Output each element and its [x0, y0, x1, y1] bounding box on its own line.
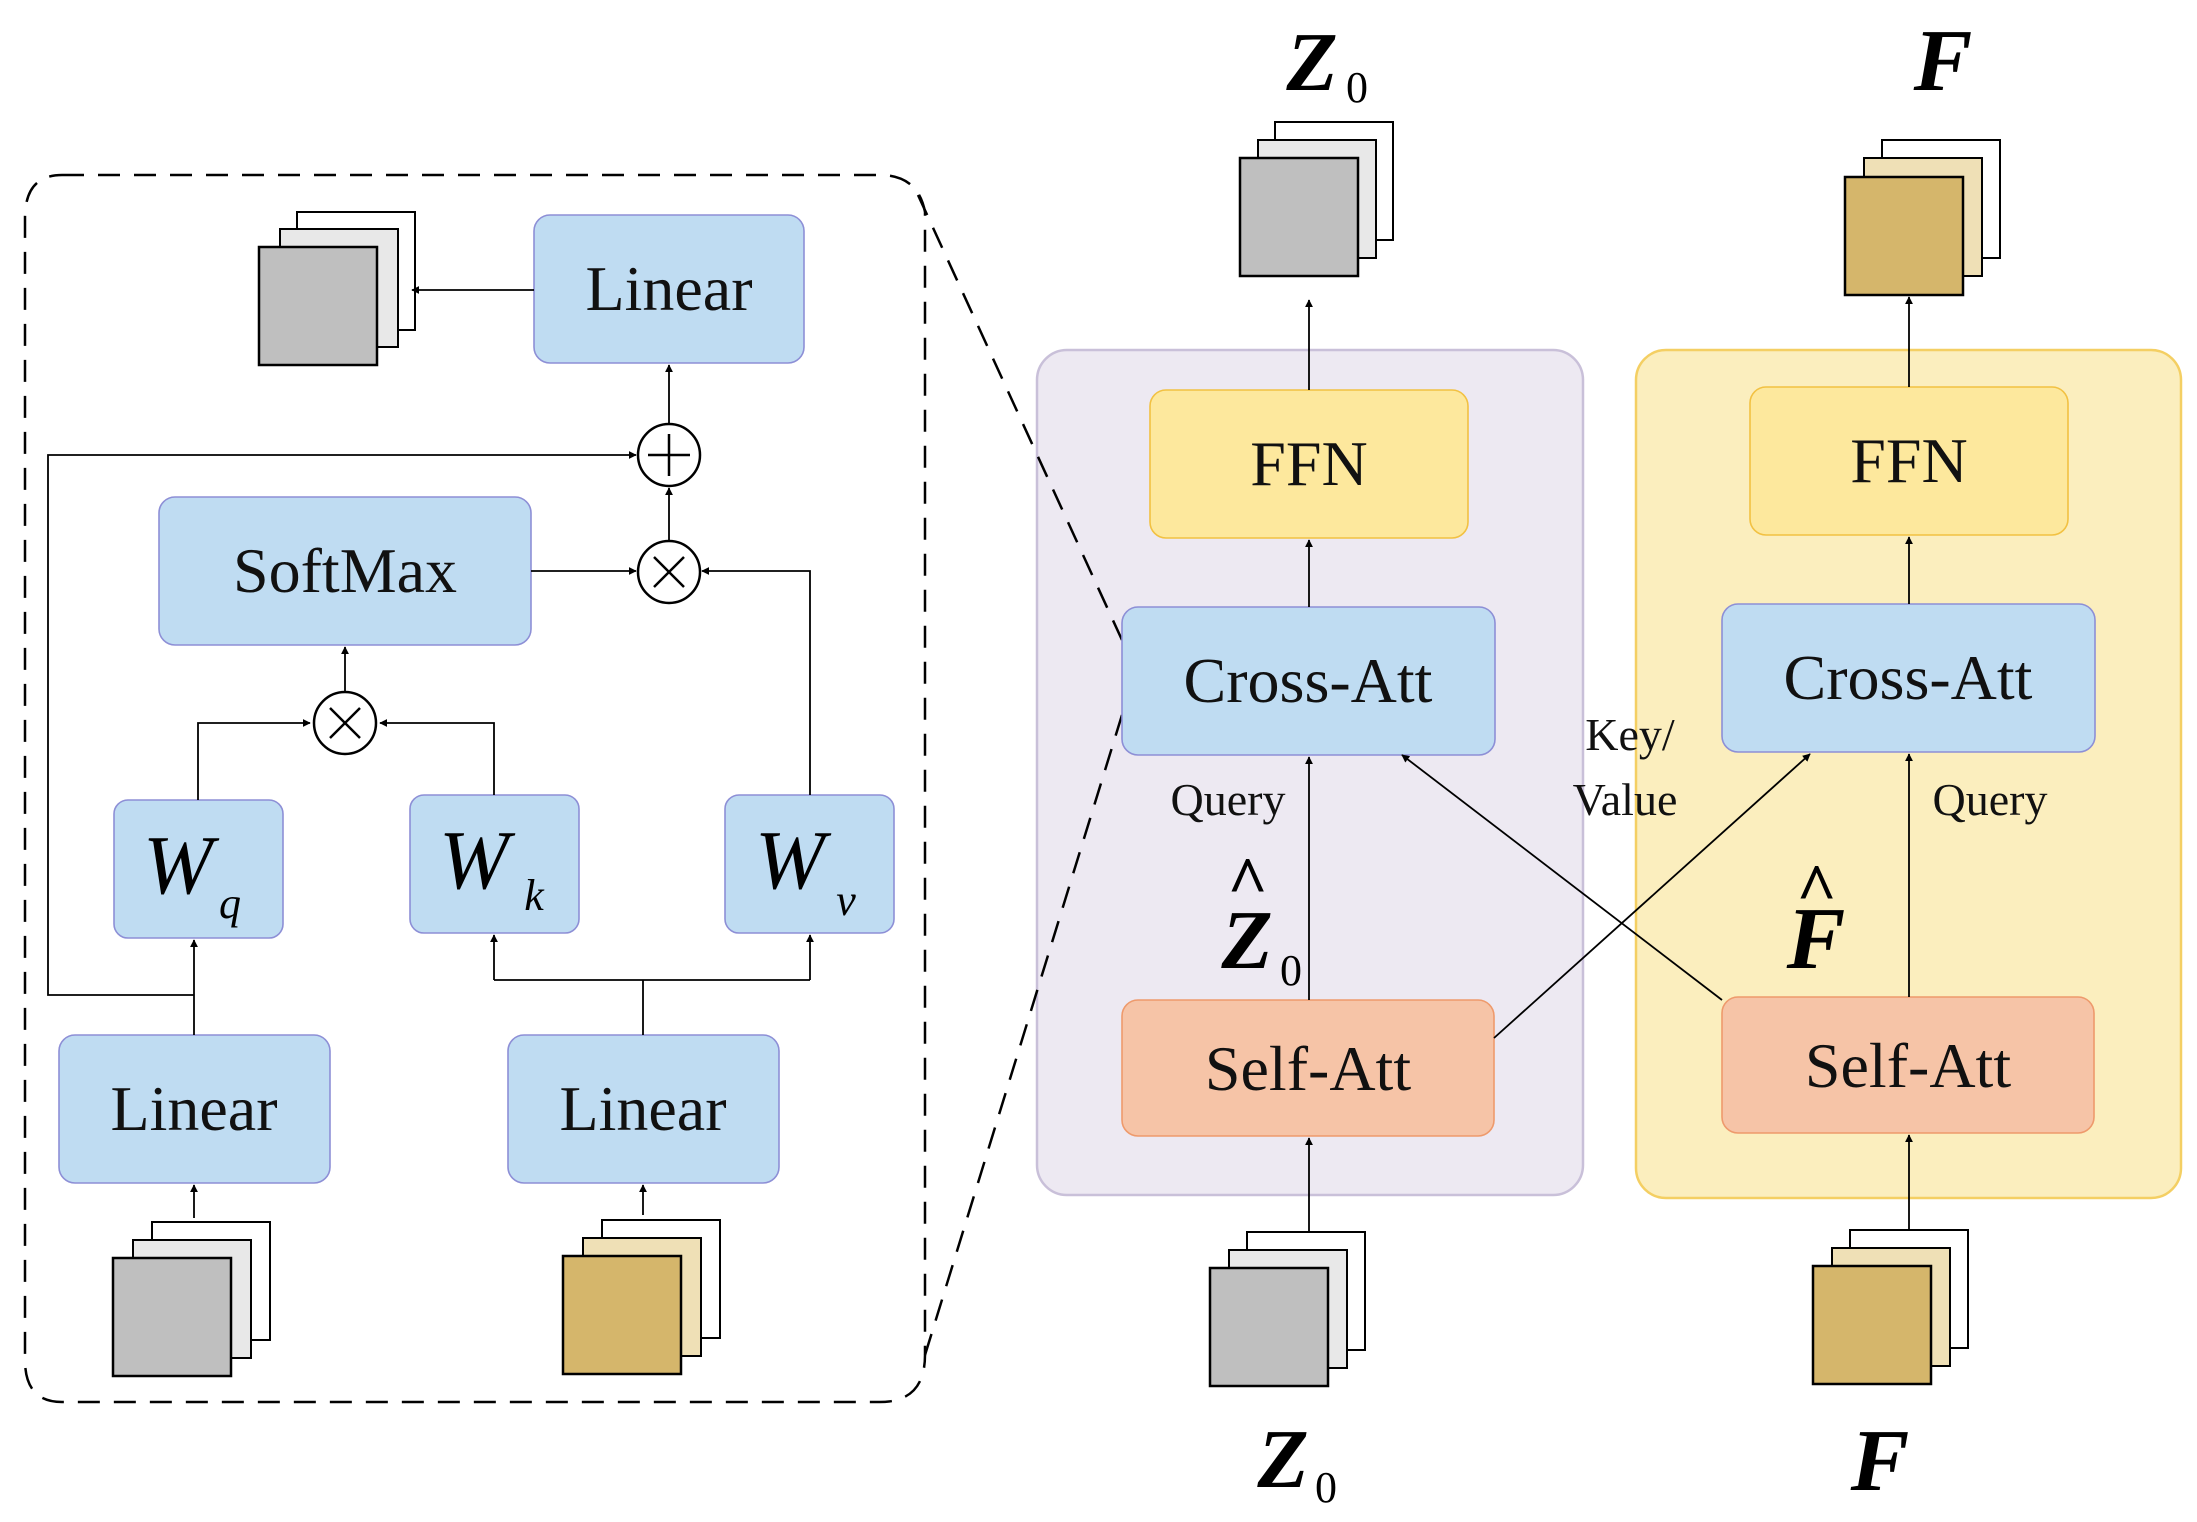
left-hat-label: Z: [1220, 894, 1272, 987]
left-input-label-sub: 0: [1315, 1463, 1337, 1512]
left-selfatt-to-right-crossatt: [1493, 753, 1811, 1039]
right-self-att-block: [1721, 996, 2095, 1134]
left-input-label: Z: [1256, 1413, 1308, 1506]
detail-softmax-label: SoftMax: [233, 535, 457, 606]
detail-linear-top-label: Linear: [586, 253, 753, 324]
detail-keyvalue-input-stack: [561, 1219, 721, 1376]
right-input-feature-stack: [1811, 1229, 1969, 1386]
right-self-att-label: Self-Att: [1805, 1030, 2011, 1101]
left-input-feature-stack: [1208, 1231, 1366, 1388]
wq-subscript: q: [219, 879, 241, 928]
detail-query-input-stack: [111, 1221, 271, 1378]
wk-symbol: W: [439, 814, 516, 907]
key-value-label-line2: Value: [1573, 774, 1678, 825]
left-ffn-label: FFN: [1250, 428, 1367, 499]
right-output-feature-stack: [1843, 139, 2001, 297]
wv-subscript: v: [836, 876, 856, 925]
right-selfatt-to-left-crossatt: [1401, 754, 1723, 1001]
wq-symbol: W: [143, 819, 220, 912]
detail-linear-bottom-left-label: Linear: [111, 1073, 278, 1144]
right-cross-att-label: Cross-Att: [1784, 642, 2033, 713]
right-output-label: F: [1913, 13, 1973, 110]
detail-linear-bottom-right-label: Linear: [560, 1073, 727, 1144]
attention-detail-box: [23, 173, 927, 1404]
left-branch-panel: [1035, 348, 1585, 1197]
detail-output-feature-stack: [257, 211, 416, 367]
right-hat-label: F: [1786, 891, 1846, 988]
zoom-line-top: [916, 194, 1124, 641]
key-value-label-line1: Key/: [1585, 709, 1675, 760]
right-ffn-label: FFN: [1850, 425, 1967, 496]
left-self-att-block: [1121, 999, 1495, 1137]
left-output-label-sub: 0: [1346, 63, 1368, 112]
wv-symbol: W: [755, 814, 832, 907]
right-hat-symbol: ^: [1796, 851, 1836, 928]
zoom-line-bottom: [923, 714, 1124, 1356]
left-output-feature-stack: [1238, 121, 1394, 278]
detail-linear-top: [533, 214, 805, 364]
right-input-label: F: [1850, 1413, 1910, 1510]
left-self-att-label: Self-Att: [1205, 1033, 1411, 1104]
left-output-label: Z: [1285, 16, 1337, 109]
left-query-label: Query: [1171, 774, 1286, 825]
left-hat-symbol: ^: [1227, 844, 1267, 921]
right-query-label: Query: [1933, 774, 2048, 825]
wk-subscript: k: [524, 871, 545, 920]
left-cross-att-label: Cross-Att: [1184, 645, 1433, 716]
left-hat-label-sub: 0: [1280, 946, 1302, 995]
